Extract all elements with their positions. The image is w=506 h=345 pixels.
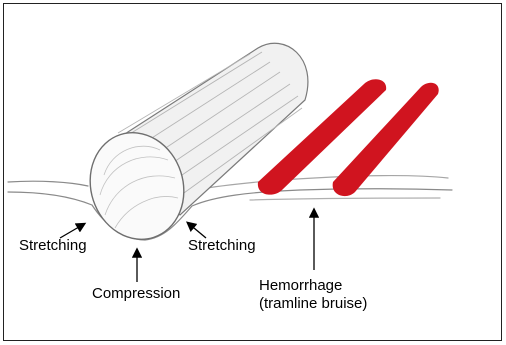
arrow-stretching-left [60,224,84,238]
label-compression: Compression [92,285,180,303]
rod-cylinder [77,43,308,251]
label-stretching-right: Stretching [188,237,256,255]
label-stretching-left: Stretching [19,237,87,255]
arrow-stretching-right [188,223,206,238]
label-hemorrhage-line2: (tramline bruise) [259,295,367,313]
label-hemorrhage: Hemorrhage (tramline bruise) [259,277,367,313]
label-hemorrhage-line1: Hemorrhage [259,277,367,295]
skin-surface [8,176,452,240]
